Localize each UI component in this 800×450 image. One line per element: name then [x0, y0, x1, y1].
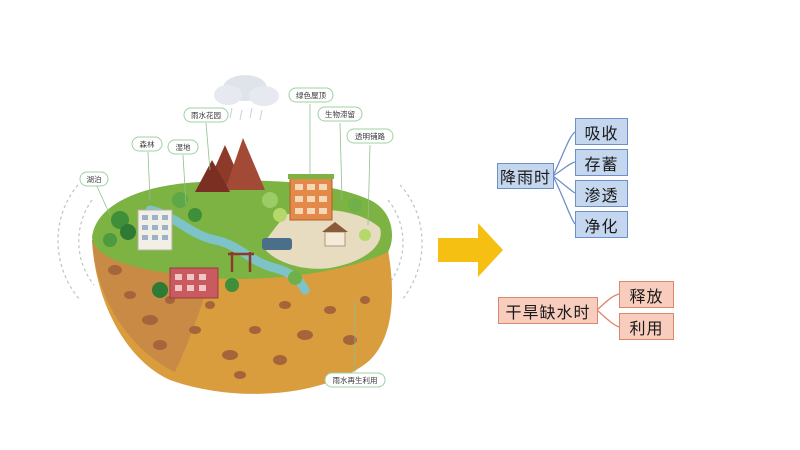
trees — [103, 192, 371, 298]
right-dashed-arc — [399, 184, 423, 301]
callout-rain-garden: 雨水花园 — [183, 107, 229, 171]
arrow-right-icon — [438, 223, 503, 277]
soil-stones — [108, 265, 370, 379]
callout-permeable-pavement: 透明铺路 — [346, 128, 394, 226]
label-forest: 森林 — [140, 139, 155, 149]
mountain — [225, 138, 265, 190]
label-rainwater-reuse: 雨水再生利用 — [333, 375, 378, 385]
drought-child-utilize: 利用 — [619, 313, 674, 340]
callout-wetland: 湿地 — [167, 139, 199, 206]
rain-child-infiltrate: 渗透 — [575, 180, 628, 207]
gate — [228, 252, 254, 272]
rain-child-purify: 净化 — [575, 211, 628, 238]
callout-bioretention: 生物滞留 — [317, 106, 363, 201]
label-bioretention: 生物滞留 — [325, 109, 355, 119]
callout-lake: 湖泊 — [79, 171, 111, 216]
rain-root-node: 降雨时 — [497, 163, 554, 189]
pond — [262, 238, 292, 250]
rain-branch-connectors — [552, 131, 576, 225]
small-house — [322, 222, 348, 247]
label-permeable-pavement: 透明铺路 — [355, 131, 385, 141]
callout-rainwater-reuse: 雨水再生利用 — [324, 300, 386, 388]
rain-child-absorb: 吸收 — [575, 118, 628, 145]
left-dashed-arc-inner — [78, 199, 95, 286]
building-left — [137, 209, 173, 251]
left-dashed-arc — [57, 184, 81, 301]
rain-child-store: 存蓄 — [575, 149, 628, 176]
label-lake: 湖泊 — [87, 174, 102, 184]
drought-branch-connectors — [596, 293, 620, 328]
building-front — [169, 267, 219, 299]
callout-forest: 森林 — [131, 136, 163, 201]
plaza-area — [262, 209, 381, 269]
label-green-roof: 绿色屋顶 — [296, 90, 326, 100]
mountain — [195, 160, 230, 192]
label-wetland: 湿地 — [176, 142, 191, 152]
drought-child-release: 释放 — [619, 281, 674, 308]
rain-cloud — [214, 75, 279, 121]
building-right — [288, 174, 334, 221]
label-rain-garden: 雨水花园 — [191, 110, 221, 120]
drought-root-node: 干旱缺水时 — [498, 297, 598, 324]
callout-green-roof: 绿色屋顶 — [288, 87, 334, 175]
